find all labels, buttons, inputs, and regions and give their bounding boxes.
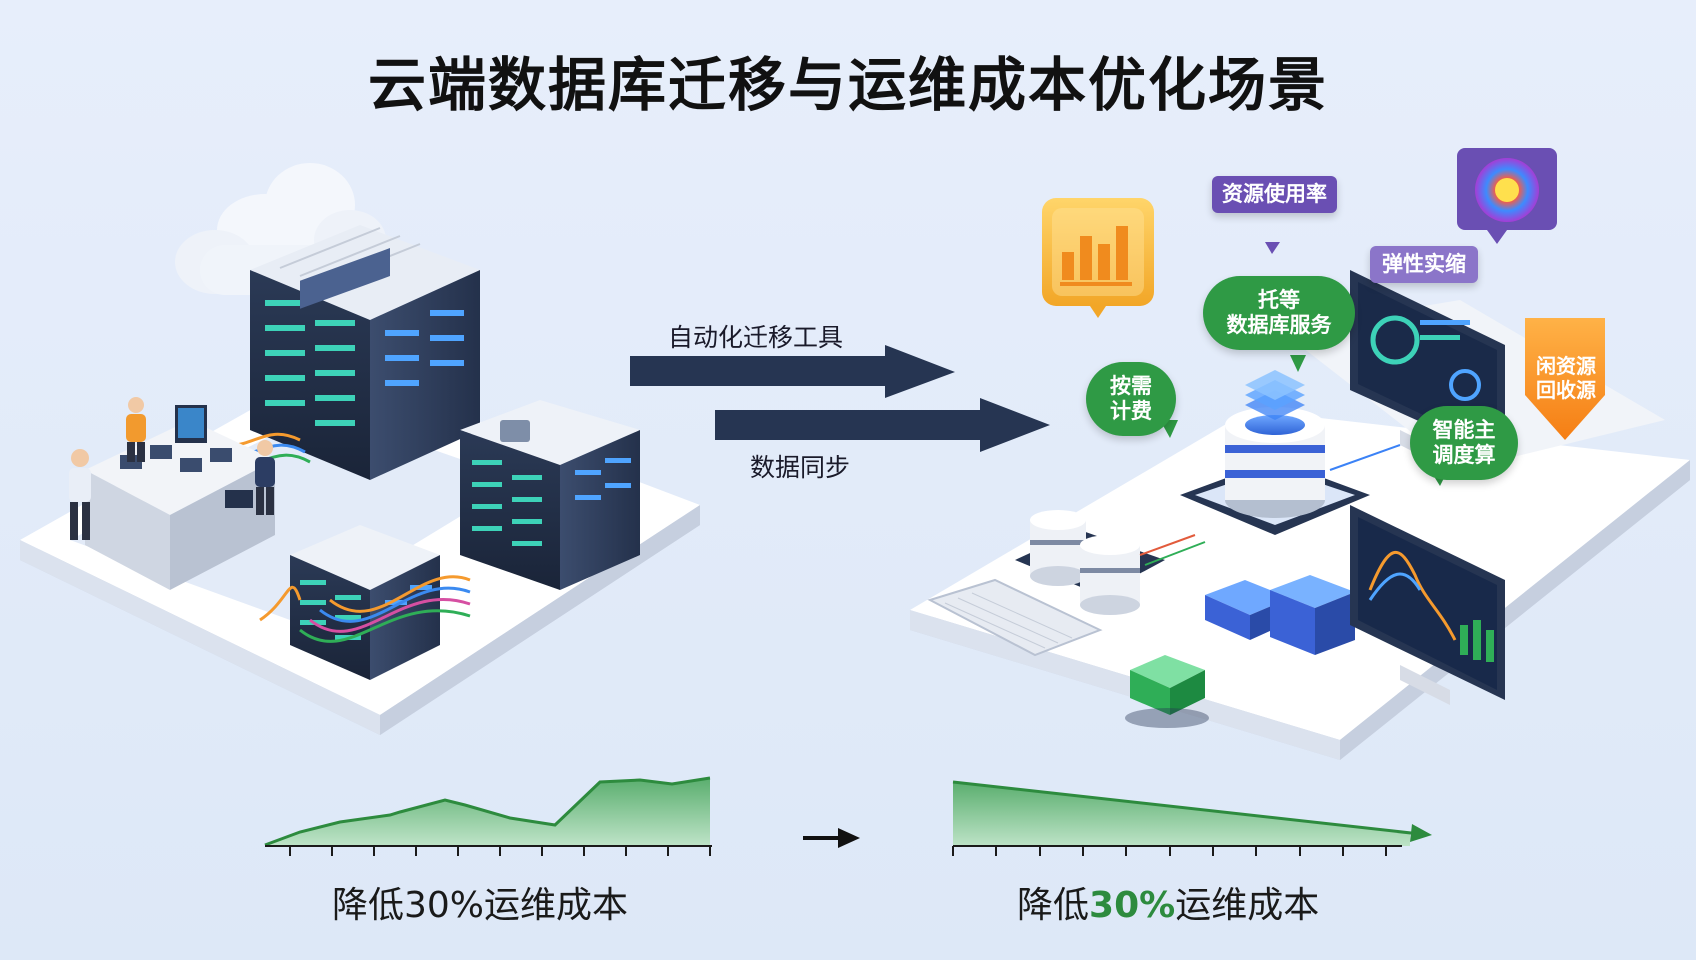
migration-arrows xyxy=(630,345,1050,452)
arrow-right-icon xyxy=(803,828,860,848)
managed-database-icon xyxy=(1180,370,1370,535)
engineer-person-icon xyxy=(69,397,275,540)
cost-suffix: 运维成本 xyxy=(1175,885,1320,926)
keyboard-icon xyxy=(927,578,1103,657)
cost-prefix: 降低 xyxy=(1017,885,1090,926)
server-rack-main xyxy=(250,225,480,480)
database-icon xyxy=(1015,510,1165,615)
elastic-scaling-badge: 弹性实缩 xyxy=(1370,246,1478,284)
server-rack-right xyxy=(460,400,640,590)
resource-usage-badge: 资源使用率 xyxy=(1212,176,1337,214)
cost-label-before: 降低30%运维成本 xyxy=(332,885,629,926)
ai-insight-icon xyxy=(1457,148,1557,244)
idle-resource-shield-icon xyxy=(1525,318,1605,440)
cost-chart-after xyxy=(952,780,1432,856)
report-chart-icon xyxy=(1042,198,1154,318)
on-demand-bubble: 按需 计费 xyxy=(1086,362,1176,437)
page-title: 云端数据库迁移与运维成本优化场景 xyxy=(367,51,1328,119)
server-box-icon xyxy=(1205,575,1355,655)
migration-tool-label: 自动化迁移工具 xyxy=(668,323,844,352)
analytics-monitor-icon xyxy=(1350,505,1505,705)
idle-recycle-label: 闲资源 回收源 xyxy=(1536,354,1596,402)
data-sync-label: 数据同步 xyxy=(750,453,851,482)
workstation xyxy=(85,405,275,590)
managed-db-bubble: 托等 数据库服务 xyxy=(1203,276,1355,351)
green-server-icon xyxy=(1125,655,1209,728)
cost-label-after: 降低30%运维成本 xyxy=(1017,876,1319,928)
cost-value: 30% xyxy=(1089,885,1176,926)
cost-chart-before xyxy=(264,776,712,856)
smart-scheduling-bubble: 智能主 调度算 xyxy=(1410,406,1518,481)
connector-lines xyxy=(1139,444,1401,566)
